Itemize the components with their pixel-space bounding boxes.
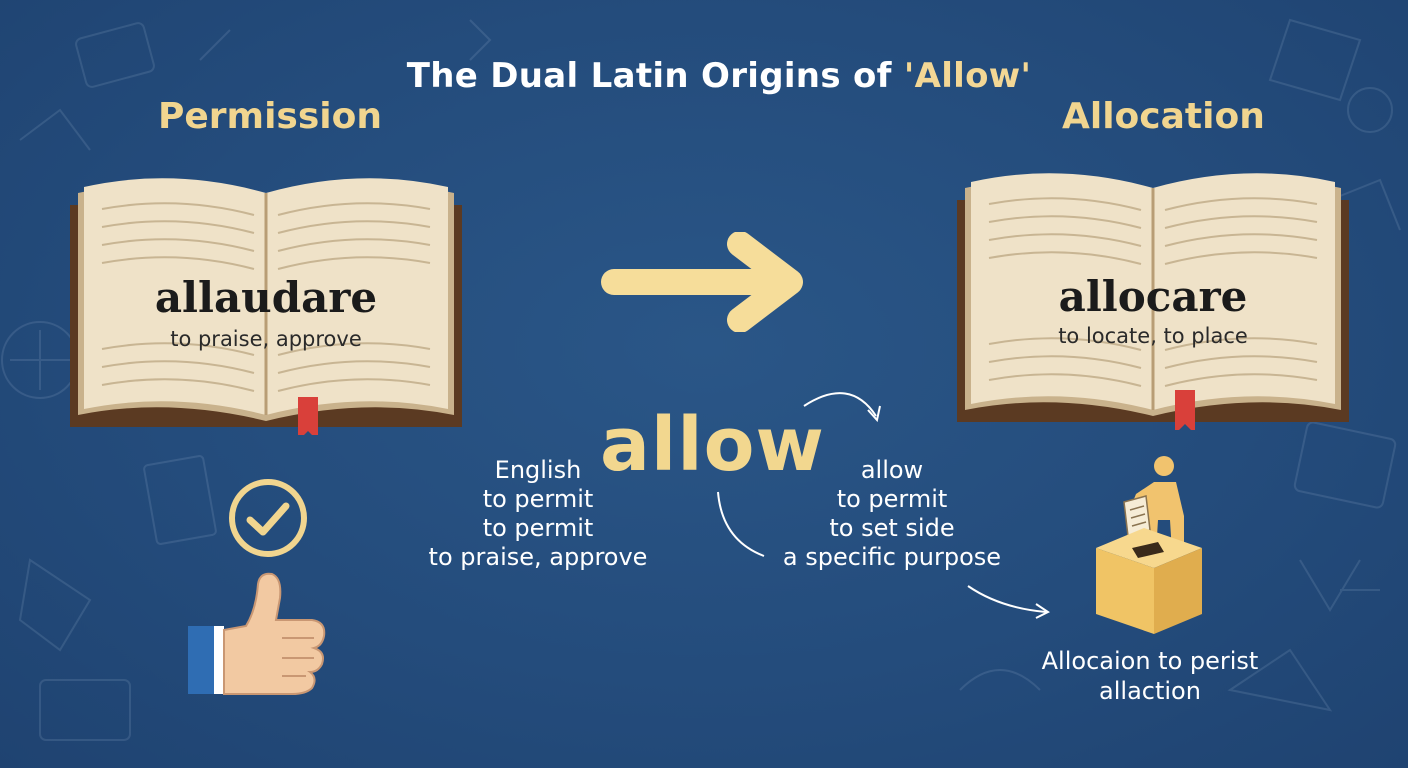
- book-icon: [70, 178, 462, 435]
- center-left-line: to permit: [482, 514, 594, 542]
- left-gloss: to praise, approve: [170, 327, 362, 351]
- curved-arrows: [717, 392, 1050, 619]
- right-book: allocare to locate, to place: [955, 160, 1351, 430]
- center-right-line: a specific purpose: [782, 543, 1002, 571]
- right-gloss: to locate, to place: [1058, 324, 1248, 348]
- diagram-title: The Dual Latin Origins of 'Allow': [0, 56, 1408, 96]
- person-box-icon: [1096, 456, 1202, 634]
- center-right-lines: allow to permit to set side a specific p…: [772, 456, 1012, 572]
- center-word: allow: [600, 402, 825, 488]
- center-right-line: allow: [860, 456, 924, 484]
- center-left-line: English: [494, 456, 582, 484]
- book-icon: [957, 173, 1349, 430]
- check-circle-icon: [229, 479, 307, 557]
- right-caption-line: allaction: [1099, 677, 1201, 705]
- left-book: allaudare to praise, approve: [68, 165, 464, 435]
- left-heading: Permission: [158, 96, 382, 137]
- center-left-line: to praise, approve: [428, 543, 648, 571]
- center-left-line: to permit: [482, 485, 594, 513]
- title-accent: 'Allow': [903, 56, 1032, 96]
- center-right-line: to set side: [829, 514, 955, 542]
- title-prefix: The Dual Latin Origins of: [406, 56, 904, 96]
- right-caption: Allocaion to perist allaction: [1016, 646, 1284, 706]
- arrow-right-icon: [601, 232, 803, 332]
- left-latin-word: allaudare: [154, 273, 378, 322]
- right-caption-line: Allocaion to perist: [1041, 647, 1259, 675]
- center-right-line: to permit: [836, 485, 948, 513]
- right-heading: Allocation: [1062, 96, 1265, 137]
- right-latin-word: allocare: [1058, 272, 1248, 321]
- center-left-lines: English to permit to permit to praise, a…: [420, 456, 656, 572]
- bookmark: [298, 397, 318, 435]
- thumbs-up-icon: [188, 572, 326, 695]
